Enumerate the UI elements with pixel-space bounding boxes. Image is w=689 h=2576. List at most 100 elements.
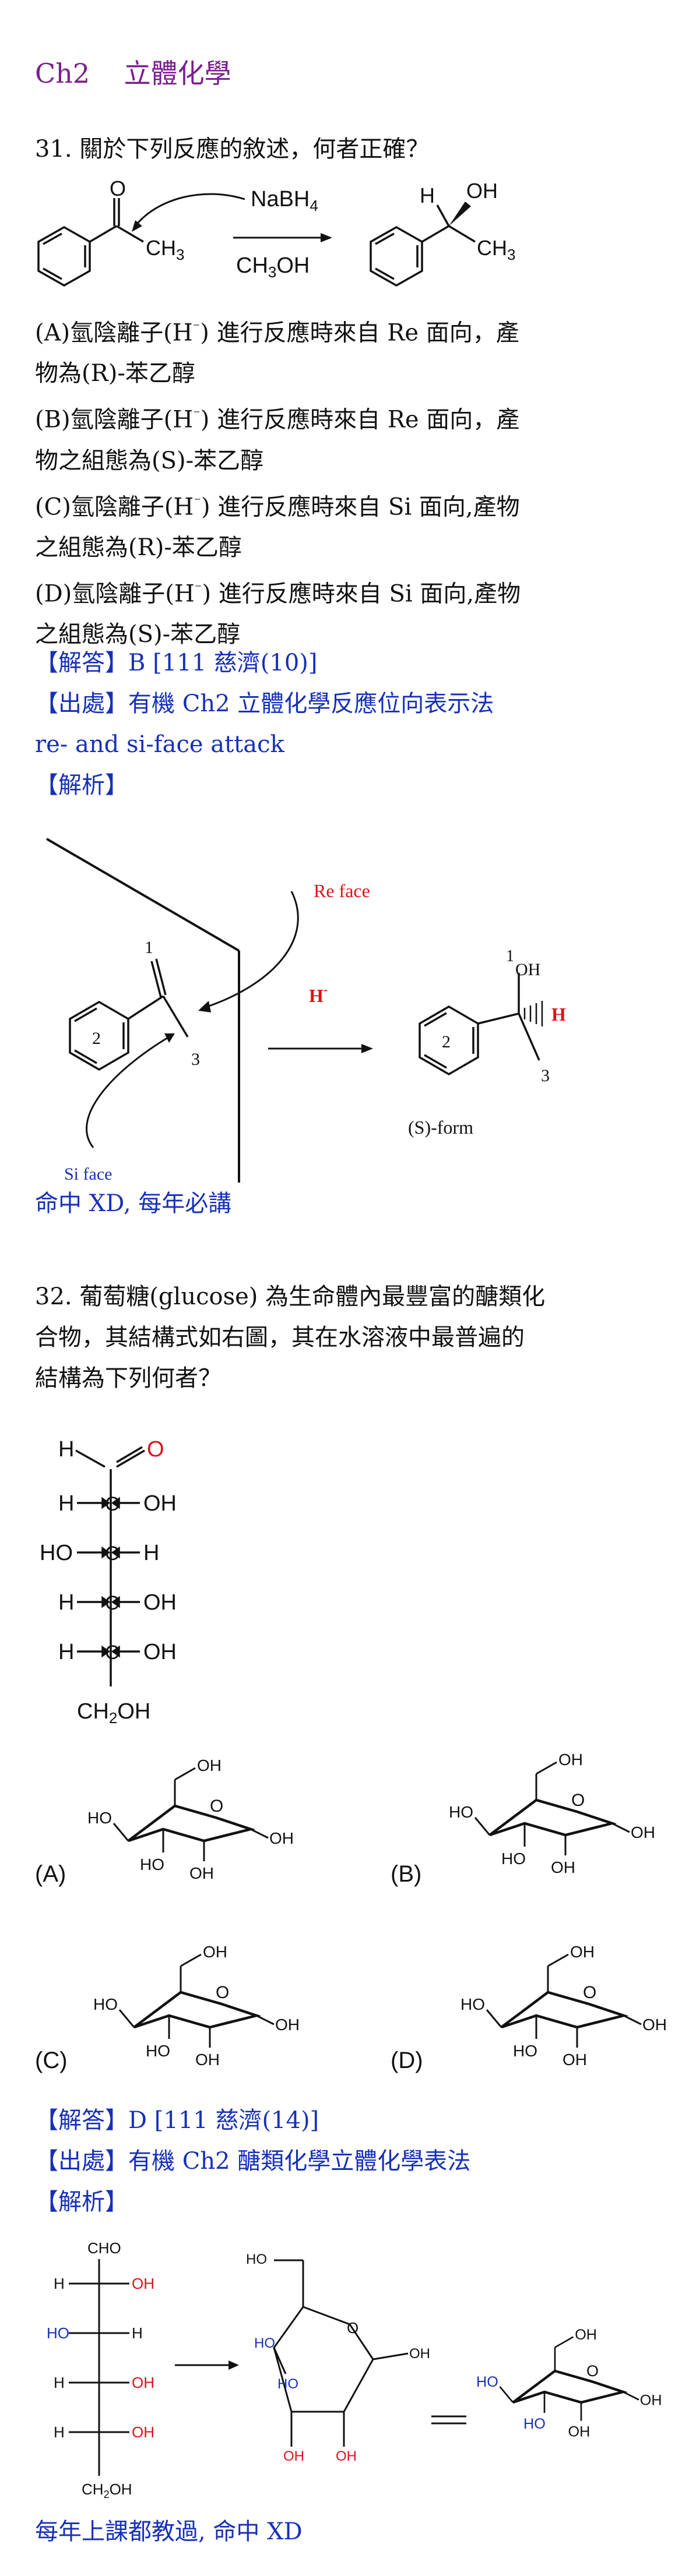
chair-option-a: O OH HO HO OH OH [87,1756,294,1882]
option-c-line2: 之組態為(R)-苯乙醇 [35,534,242,561]
svg-text:OH: OH [195,2051,220,2069]
q31-options: (A)氫陰離子(H⁻) 進行反應時來自 Re 面向，產 物為(R)-苯乙醇 (B… [35,311,521,651]
svg-text:HO: HO [523,2416,546,2432]
reactant-benzene-ring [37,198,144,287]
svg-text:OH: OH [275,2016,300,2034]
q31-stem: 31. 關於下列反應的敘述，何者正確？ [35,136,430,163]
svg-text:OH: OH [143,1640,177,1664]
option-a-label: (A) [35,1861,66,1887]
option-b-line1: (B)氫陰離子(H⁻) 進行反應時來自 Re 面向，產 [35,406,520,433]
svg-text:CHO: CHO [87,2239,121,2257]
svg-text:H: H [143,1541,159,1565]
svg-text:HO: HO [140,1855,164,1873]
svg-text:OH: OH [570,1943,595,1961]
q31-source2: re- and si-face attack [35,731,284,758]
q31-note: 命中 XD, 每年必講 [35,1190,232,1217]
svg-text:OH: OH [336,2448,357,2464]
prod-num-3: 3 [541,1066,550,1085]
reagent-ch3oh: CH3OH [236,253,310,281]
q31-source: 【出處】有機 Ch2 立體化學反應位向表示法 [35,690,494,717]
svg-text:HO: HO [476,2374,498,2390]
svg-text:OH: OH [575,2327,597,2343]
svg-text:OH: OH [640,2392,662,2409]
h-minus-label: H- [309,982,328,1006]
fischer2-row: H OH [54,2374,154,2391]
svg-text:HO: HO [277,2376,298,2392]
svg-text:HO: HO [501,1850,526,1868]
chapter-title: 立體化學 [124,58,231,89]
svg-text:O: O [583,1983,596,2002]
svg-text:OH: OH [269,1829,294,1847]
svg-text:HO: HO [246,2252,267,2267]
svg-text:C: C [105,1493,119,1515]
prod-num-2: 2 [442,1032,451,1051]
svg-text:OH: OH [283,2448,304,2464]
chair-analysis-structure: O OH HO HO OH OH [476,2327,662,2440]
svg-text:HO: HO [449,1803,473,1821]
prod-oh: OH [515,960,540,979]
svg-text:OH: OH [132,2423,154,2441]
svg-text:H: H [54,2374,65,2391]
hydride-curved-arrow [134,193,245,227]
svg-text:CH2OH: CH2OH [82,2480,132,2500]
svg-text:HO: HO [460,1995,485,2013]
prod-num-1: 1 [506,947,514,965]
re-face-arrow [203,891,299,1009]
svg-text:OH: OH [642,2016,667,2034]
option-d-label: (D) [391,2048,423,2073]
q32-note: 每年上課都教過, 命中 XD [35,2518,303,2545]
svg-text:HO: HO [146,2042,170,2060]
option-a-line2: 物為(R)-苯乙醇 [35,360,195,387]
svg-text:HO: HO [87,1809,112,1827]
carbonyl-o: O [110,177,126,200]
q32-answer: 【解答】D [111 慈濟(14)] [35,2107,319,2134]
wedge-bond [449,202,471,226]
svg-text:O: O [586,2362,599,2380]
fischer2-row: H OH [54,2275,154,2292]
svg-text:H: H [54,2275,65,2292]
option-c-line1: (C)氫陰離子(H⁻) 進行反應時來自 Si 面向,產物 [35,493,520,520]
svg-text:OH: OH [197,1756,222,1774]
product-ch3: CH3 [477,236,515,263]
svg-text:HO: HO [513,2042,537,2060]
reagent-nabh4: NaBH4 [251,187,318,214]
chapter-heading: Ch2 立體化學 [35,57,231,90]
re-face-label: Re face [314,880,370,901]
option-b-label: (B) [391,1861,421,1887]
si-face-label: Si face [64,1165,112,1184]
svg-text:H: H [58,1590,74,1615]
svg-text:OH: OH [568,2424,590,2440]
num-3: 3 [191,1050,200,1069]
chair-option-c: O OH HO HO OH OH [93,1943,300,2069]
svg-text:OH: OH [203,1943,227,1961]
chapter-label: Ch2 [35,58,90,89]
svg-text:O: O [210,1797,223,1816]
svg-text:H: H [54,2423,65,2441]
svg-text:OH: OH [558,1751,583,1769]
svg-text:OH: OH [631,1823,655,1841]
prod-h: H [551,1004,566,1025]
svg-text:OH: OH [132,2275,154,2292]
option-a-line1: (A)氫陰離子(H⁻) 進行反應時來自 Re 面向，產 [35,319,519,347]
si-face-arrow [86,1036,170,1148]
svg-text:OH: OH [189,1864,214,1882]
svg-text:O: O [347,2319,358,2337]
svg-text:O: O [216,1983,229,2002]
svg-text:H: H [58,1640,74,1664]
q32-stem-line1: 32. 葡萄糖(glucose) 為生命體內最豐富的醣類化 [35,1283,546,1310]
q31-answer: 【解答】B [111 慈濟(10)] [35,650,318,676]
num-1: 1 [145,938,153,957]
svg-text:OH: OH [409,2346,430,2362]
q31-analysis-diagram: Re face H- 1 2 3 Si face 1 OH H 2 3 [45,838,566,1184]
svg-text:OH: OH [132,2374,154,2391]
product-benzene-ring [370,204,476,287]
svg-text:HO: HO [93,1995,118,2013]
